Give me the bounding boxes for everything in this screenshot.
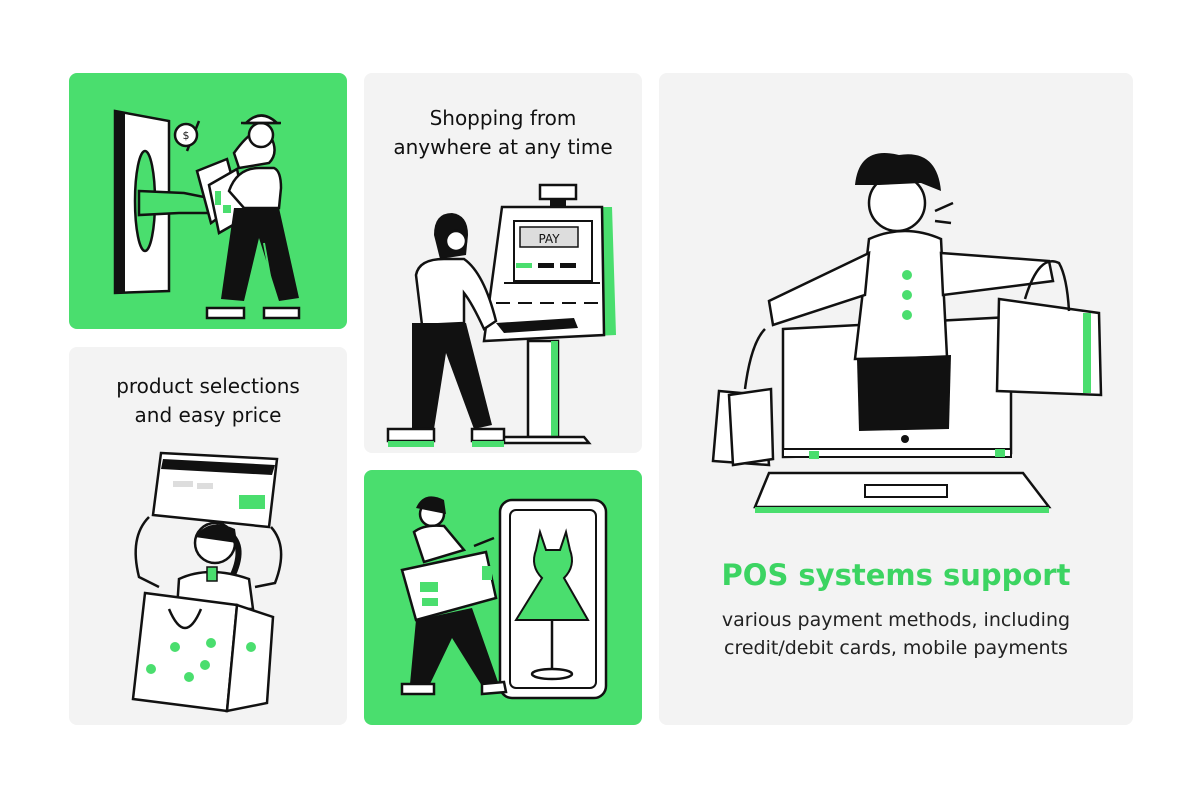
pos-subtitle-line1: various payment methods, including	[721, 609, 1071, 631]
pos-shopping-illustration	[711, 153, 1103, 513]
selections-caption-line2: and easy price	[134, 403, 282, 427]
svg-text:$: $	[183, 129, 190, 142]
card-pos-systems: POS systems support various payment meth…	[659, 73, 1133, 725]
coin-dollar-icon: $	[173, 122, 199, 148]
card-atm-delivery: $	[69, 73, 347, 329]
atm-delivery-illustration: $	[113, 109, 301, 320]
kiosk-illustration: PAY	[386, 183, 616, 447]
card-kiosk: Shopping from anywhere at any time PAY	[364, 73, 642, 453]
card-held-illustration	[131, 451, 283, 713]
phone-dress-illustration	[400, 496, 608, 700]
kiosk-caption-line2: anywhere at any time	[393, 135, 613, 159]
pos-subtitle-line2: credit/debit cards, mobile payments	[724, 637, 1068, 659]
selections-caption-line1: product selections	[116, 374, 300, 398]
kiosk-caption-line1: Shopping from	[429, 106, 577, 130]
card-phone-dress	[364, 470, 642, 725]
kiosk-screen-label: PAY	[538, 232, 560, 246]
pos-title: POS systems support	[721, 558, 1071, 592]
card-product-selections: product selections and easy price	[69, 347, 347, 725]
